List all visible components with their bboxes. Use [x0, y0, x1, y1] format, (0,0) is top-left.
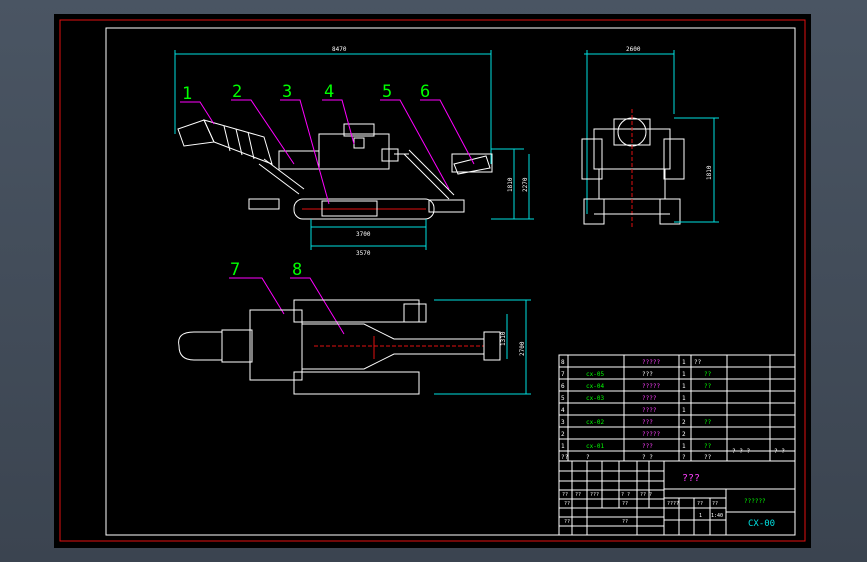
tb-label-4: ?? ? [640, 492, 652, 498]
drawing-number: CX-00 [748, 519, 775, 529]
balloon-6: 6 [420, 82, 430, 102]
tb-label-6: ?? [622, 501, 628, 507]
tb-scale-label-3: 1 [699, 513, 702, 519]
bom-header-no: ?? [561, 454, 569, 461]
bom-row-3-name: ??? [642, 419, 653, 426]
tb-scale-label-2: ?? [712, 501, 718, 507]
bom-row-3-no: 3 [561, 419, 565, 426]
bom-row-3-qty: 2 [682, 419, 686, 426]
bom-row-7-no: 7 [561, 371, 565, 378]
side-view [174, 50, 534, 250]
title-block [558, 460, 796, 536]
bom-row-4-name: ???? [642, 407, 657, 414]
bom-row-5-no: 5 [561, 395, 565, 402]
bom-row-4-no: 4 [561, 407, 565, 414]
bom-row-5-name: ???? [642, 395, 657, 402]
tb-scale-label-0: ???? [667, 501, 679, 507]
bom-header-qty: ? [682, 454, 686, 461]
tb-label-5: ?? [564, 501, 570, 507]
bom-row-2-qty: 2 [682, 431, 686, 438]
dim-side-height-b: 2270 [522, 177, 529, 192]
balloon-8: 8 [292, 260, 302, 280]
dim-front-width: 2600 [626, 46, 641, 53]
tb-label-8: ?? [622, 519, 628, 525]
bom-row-7-qty: 1 [682, 371, 686, 378]
bom-row-8-name: ????? [642, 359, 660, 366]
bom-row-1-no: 1 [561, 443, 565, 450]
bom-row-4-qty: 1 [682, 407, 686, 414]
bom-row-7-name: ??? [642, 371, 653, 378]
bom-row-8-no: 8 [561, 359, 565, 366]
balloon-leaders [180, 99, 475, 335]
bom-row-5-code: cx-03 [586, 395, 604, 402]
dim-side-length: 8470 [332, 46, 347, 53]
bom-row-6-qty: 1 [682, 383, 686, 390]
dim-front-height: 1810 [706, 165, 713, 180]
bom-row-8-qty: 1 [682, 359, 686, 366]
bom-row-6-code: cx-04 [586, 383, 604, 390]
bom-header-name: ? ? [642, 454, 653, 461]
tb-label-3: ? ? [621, 492, 630, 498]
front-view [581, 50, 719, 229]
bom-row-6-note: ?? [704, 383, 712, 390]
balloon-5: 5 [382, 82, 392, 102]
bom-row-3-code: cx-02 [586, 419, 604, 426]
cad-viewport[interactable]: 8470 3700 3570 1810 2270 1 2 3 4 5 6 7 8 [54, 14, 811, 548]
bom-row-8-note: ?? [694, 359, 702, 366]
balloon-7: 7 [230, 260, 240, 280]
company-name: ?????? [744, 498, 766, 505]
bom-row-1-note: ?? [704, 443, 712, 450]
bom-row-2-name: ????? [642, 431, 660, 438]
bom-row-6-name: ????? [642, 383, 660, 390]
bom-header-note: ?? [704, 454, 712, 461]
tb-label-2: ??? [590, 492, 599, 498]
bom-header-mat: ? ? ? [732, 448, 750, 455]
balloon-2: 2 [232, 82, 242, 102]
dim-plan-width-a: 1310 [500, 331, 507, 346]
dim-side-track: 3570 [356, 250, 371, 257]
assembly-drawing: 8470 3700 3570 1810 2270 1 2 3 4 5 6 7 8 [59, 19, 806, 542]
bom-row-5-qty: 1 [682, 395, 686, 402]
balloon-1: 1 [182, 84, 192, 104]
tb-label-0: ?? [562, 492, 568, 498]
tb-scale-label-4: 1:40 [711, 513, 723, 519]
plan-view [178, 299, 531, 395]
tb-label-7: ?? [564, 519, 570, 525]
bom-row-1-qty: 1 [682, 443, 686, 450]
dim-side-height-a: 1810 [507, 177, 514, 192]
balloon-3: 3 [282, 82, 292, 102]
bom-table [558, 354, 796, 462]
bom-row-1-name: ??? [642, 443, 653, 450]
bom-header-code: ? [586, 454, 590, 461]
dim-plan-width-b: 2700 [519, 341, 526, 356]
bom-row-2-no: 2 [561, 431, 565, 438]
bom-row-1-code: cx-01 [586, 443, 604, 450]
bom-row-7-code: cx-05 [586, 371, 604, 378]
bom-header-weight: ? ? [774, 448, 785, 455]
bom-row-3-note: ?? [704, 419, 712, 426]
tb-label-1: ?? [575, 492, 581, 498]
balloon-4: 4 [324, 82, 334, 102]
tb-scale-label-1: ?? [697, 501, 703, 507]
bom-row-6-no: 6 [561, 383, 565, 390]
drawing-title: ??? [682, 473, 700, 484]
dim-side-inner: 3700 [356, 231, 371, 238]
bom-row-7-note: ?? [704, 371, 712, 378]
inner-frame [105, 27, 796, 536]
outer-frame [59, 19, 806, 542]
